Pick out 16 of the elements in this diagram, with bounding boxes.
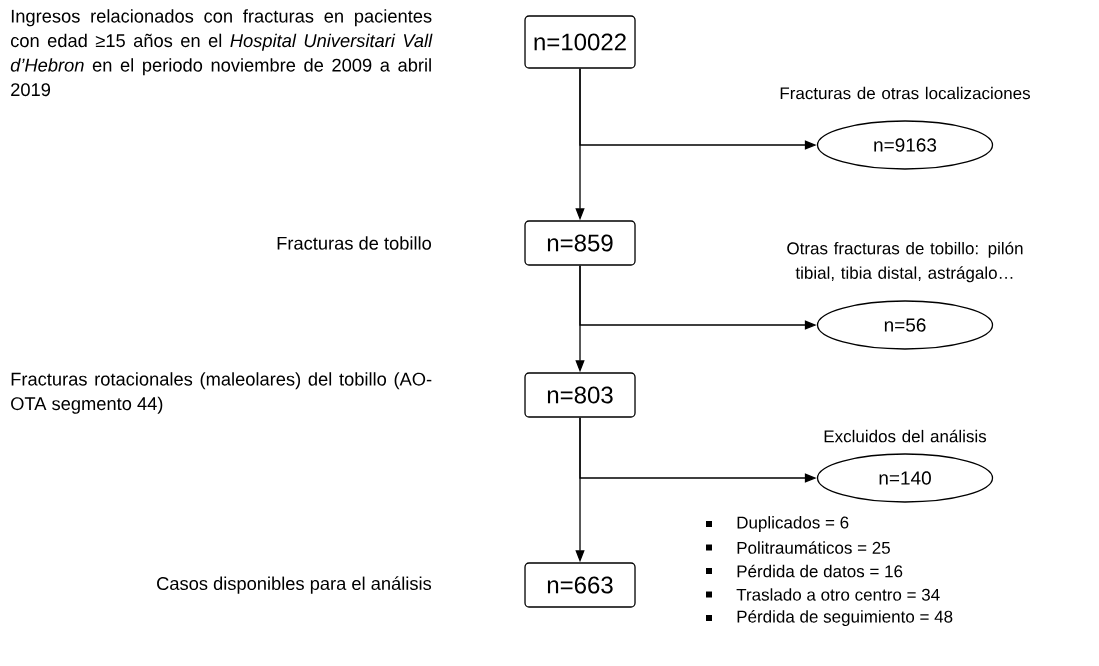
step-description: Fracturas rotacionales (maleolares) del tobillo (AO-OTA segmento 44) [11,372,432,414]
caption-text: Excluidos del análisis [824,429,987,443]
count-box: n=663 [524,562,636,608]
caption-text: Fracturas de otras localizaciones [780,86,1030,100]
caption-text: Otras fracturas de tobillo: pilón tibial, tibia distal, astrágalo… [787,241,1023,283]
step-description: Ingresos relacionados con fracturas en pacientes con edad ≥15 años en el Hospital Universitari Vall d’Hebron en el periodo noviembre de 2009 a abril 2019 [10,9,433,97]
bullet-item: Pérdida de seguimiento = 48 [706,610,953,627]
bullet-item: Traslado a otro centro = 34 [706,588,940,601]
count-box: n=10022 [524,15,636,69]
step-description: Casos disponibles para el análisis [157,576,432,594]
bullet-item: Politraumáticos = 25 [706,541,890,554]
count-box: n=859 [524,220,636,266]
bullet-item: Pérdida de datos = 16 [706,564,903,578]
step-description: Fracturas de tobillo [277,236,431,250]
bullet-item: Duplicados = 6 [706,516,849,532]
count-box: n=803 [524,372,636,418]
